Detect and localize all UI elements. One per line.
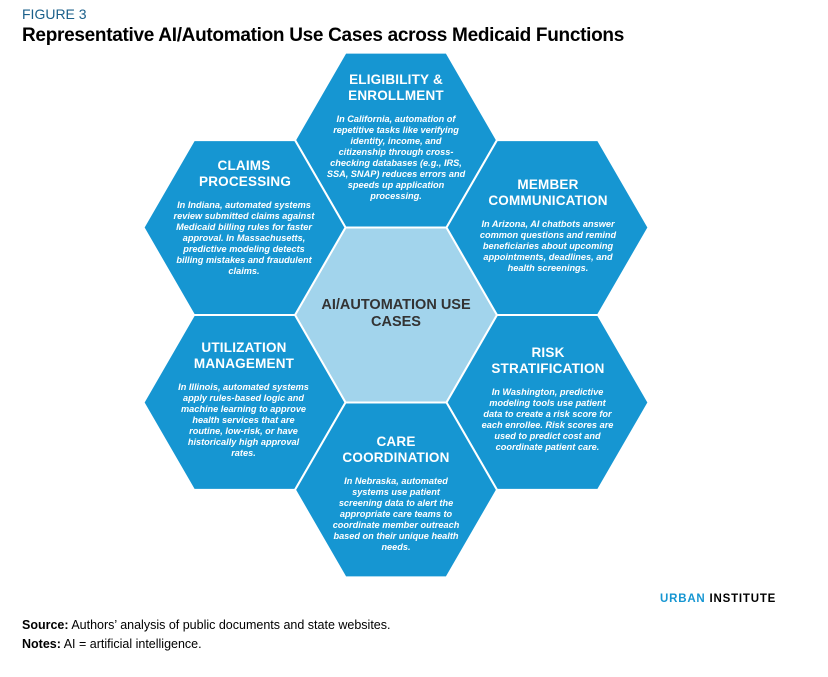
hex-title: RISK STRATIFICATION — [491, 345, 605, 376]
notes-label: Notes: — [22, 637, 61, 651]
hexagon-care-coordination — [293, 401, 499, 579]
hex-title: CARE COORDINATION — [342, 434, 450, 465]
hex-member-communication: MEMBER COMMUNICATION In Arizona, AI chat… — [463, 177, 633, 274]
hex-body: In Nebraska, automated systems use patie… — [332, 476, 460, 552]
hex-utilization-management: UTILIZATION MANAGEMENT In Illinois, auto… — [159, 340, 329, 459]
logo-part1: URBAN — [660, 593, 706, 605]
hex-care-coordination: CARE COORDINATION In Nebraska, automated… — [311, 434, 481, 553]
source-note: Source: Authors’ analysis of public docu… — [22, 618, 390, 632]
hex-body: In Illinois, automated systems apply rul… — [178, 382, 309, 458]
hex-body: In California, automation of repetitive … — [326, 114, 466, 201]
figure-label: FIGURE 3 — [22, 6, 87, 22]
hex-title: ELIGIBILITY & ENROLLMENT — [348, 72, 444, 103]
hex-eligibility-enrollment: ELIGIBILITY & ENROLLMENT In California, … — [311, 72, 481, 202]
source-text: Authors’ analysis of public documents an… — [68, 618, 391, 632]
hex-body: In Washington, predictive modeling tools… — [481, 387, 614, 452]
hex-body: In Indiana, automated systems review sub… — [173, 200, 315, 276]
center-label: AI/AUTOMATION USE CASES — [321, 297, 471, 330]
hex-title: CLAIMS PROCESSING — [199, 158, 292, 189]
hex-title: MEMBER COMMUNICATION — [488, 177, 608, 208]
logo-part2: INSTITUTE — [709, 593, 777, 605]
figure-title: Representative AI/Automation Use Cases a… — [22, 25, 624, 46]
notes-text: AI = artificial intelligence. — [60, 637, 202, 651]
hex-title: UTILIZATION MANAGEMENT — [193, 340, 295, 371]
hex-body: In Arizona, AI chatbots answer common qu… — [479, 219, 617, 273]
hex-claims-processing: CLAIMS PROCESSING In Indiana, automated … — [159, 158, 329, 277]
hex-risk-stratification: RISK STRATIFICATION In Washington, predi… — [463, 345, 633, 453]
source-label: Source: — [22, 618, 69, 632]
notes: Notes: AI = artificial intelligence. — [22, 637, 202, 651]
urban-institute-logo: URBAN INSTITUTE — [660, 593, 776, 605]
